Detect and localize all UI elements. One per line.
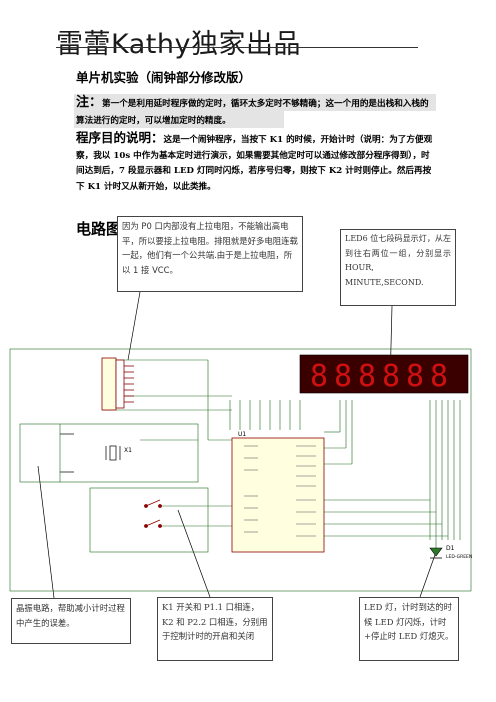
- resistor-pack: [101, 357, 134, 411]
- led-callout: LED 灯，计时到达的时候 LED 灯闪烁，计时+停止时 LED 灯熄灭。: [359, 597, 459, 661]
- display-digit: 8: [334, 359, 352, 394]
- purpose-text: 这是一个闹钟程序，当按下 K1 的时候，开始计时（说明：为了方便观察，我以 10…: [76, 135, 433, 192]
- crystal-ref: X1: [124, 447, 132, 454]
- seven-segment-display: 8 8 8 8 8 8: [299, 354, 469, 394]
- purpose-label: 程序目的说明：: [76, 130, 164, 145]
- mcu-ref: U1: [238, 431, 246, 438]
- note-label: 注：: [76, 95, 103, 110]
- display-digit: 8: [358, 359, 376, 394]
- note-highlight: [74, 94, 436, 128]
- key-switches: [144, 499, 162, 528]
- led-ref: D1: [446, 545, 455, 552]
- display-digit: 8: [430, 359, 448, 394]
- crystal-oscillator: X1: [60, 433, 132, 473]
- brand-divider: [56, 47, 418, 48]
- led-part: LED-GREEN: [446, 554, 472, 560]
- wires: [9, 348, 472, 592]
- brand-title: 雷蕾Kathy独家出品: [56, 29, 301, 60]
- purpose-paragraph: 程序目的说明：这是一个闹钟程序，当按下 K1 的时候，开始计时（说明：为了方便观…: [76, 130, 438, 195]
- display-callout: LED6 位七段码显示灯，从左到往右两位一组，分别显示 HOUR, MINUTE…: [340, 229, 456, 306]
- crystal-callout: 晶振电路，帮助减小计时过程中产生的误差。: [11, 598, 131, 644]
- note-text: 第一个是利用延时程序做的定时，循环太多定时不够精确；这一个用的是出栈和入栈的算法…: [76, 99, 429, 126]
- display-digit: 8: [382, 359, 400, 394]
- note-paragraph: 注：第一个是利用延时程序做的定时，循环太多定时不够精确；这一个用的是出栈和入栈的…: [76, 94, 432, 130]
- display-digit: 8: [310, 359, 328, 394]
- display-digit: 8: [406, 359, 424, 394]
- microcontroller: U1: [231, 431, 325, 553]
- doc-subtitle: 单片机实验（闹钟部分修改版）: [76, 70, 252, 85]
- status-led: D1 LED-GREEN: [429, 545, 472, 560]
- pullup-callout: 因为 P0 口内部没有上拉电阻，不能输出高电平，所以要接上拉电阻。排阻就是好多电…: [117, 216, 303, 292]
- keys-callout: K1 开关和 P1.1 口相连，K2 和 P2.2 口相连，分别用于控制计时的开…: [157, 597, 273, 661]
